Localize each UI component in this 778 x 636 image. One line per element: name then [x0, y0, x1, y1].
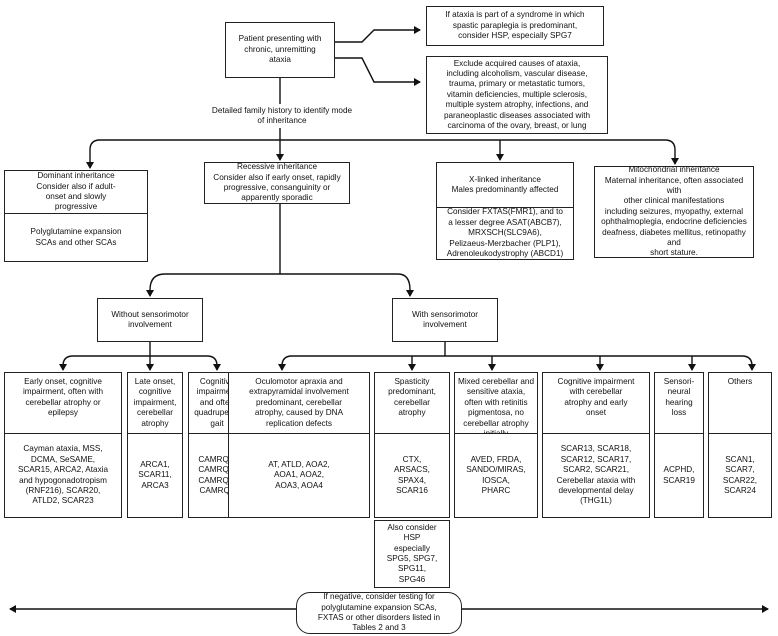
dominant-inheritance-box: Dominant inheritance Consider also if ad… [4, 170, 148, 214]
mitochondrial-title: Mitochondrial inheritance Maternal inher… [601, 165, 747, 258]
category-box-9: Others [708, 372, 772, 434]
category-title-7: Cognitive impairment with cerebellar atr… [557, 377, 635, 418]
category-box-1: Early onset, cognitive impairment, often… [4, 372, 122, 434]
category-genes-8: ACPHD, SCAR19 [663, 465, 695, 485]
category-box-2: Late onset, cognitive impairment, cerebe… [127, 372, 183, 434]
dominant-genes: Polyglutamine expansion SCAs and other S… [30, 227, 122, 247]
x-linked-genes-box: Consider FXTAS(FMR1), and to a lesser de… [436, 207, 574, 260]
mitochondrial-box: Mitochondrial inheritance Maternal inher… [594, 165, 754, 258]
category-genes-box-9: SCAN1, SCAR7, SCAR22, SCAR24 [708, 434, 772, 518]
category-title-3: Cognitive impairment and often quadruped… [194, 377, 240, 428]
category-box-6: Mixed cerebellar and sensitive ataxia, o… [454, 372, 538, 438]
negative-result-text: If negative, consider testing for polygl… [317, 592, 441, 633]
category-genes-box-6: AVED, FRDA, SANDO/MIRAS, IOSCA, PHARC [454, 434, 538, 518]
also-consider-hsp: Also consider HSP especially SPG5, SPG7,… [374, 520, 450, 588]
category-title-6: Mixed cerebellar and sensitive ataxia, o… [458, 377, 535, 438]
category-genes-3: CAMRQ1, CAMRQ2, CAMRQ3, CAMRQ4 [198, 454, 236, 495]
family-history-label: Detailed family history to identify mode… [198, 106, 366, 127]
x-linked-genes: Consider FXTAS(FMR1), and to a lesser de… [446, 207, 564, 259]
x-linked-box: X-linked inheritance Males predominantly… [436, 162, 574, 208]
category-genes-2: ARCA1, SCAR11, ARCA3 [138, 459, 172, 490]
x-linked-title: X-linked inheritance Males predominantly… [451, 174, 559, 194]
without-sensorimotor-box: Without sensorimotor involvement [97, 298, 203, 342]
category-genes-7: SCAR13, SCAR18, SCAR12, SCAR17, SCAR2, S… [556, 444, 636, 506]
category-genes-6: AVED, FRDA, SANDO/MIRAS, IOSCA, PHARC [466, 454, 526, 495]
category-box-5: Spasticity predominant, cerebellar atrop… [374, 372, 450, 434]
category-title-4: Oculomotor apraxia and extrapyramidal in… [249, 377, 349, 428]
hsp-note-text: If ataxia is part of a syndrome in which… [445, 10, 585, 41]
recessive-title: Recessive inheritance Consider also if e… [213, 162, 341, 203]
dominant-title: Dominant inheritance Consider also if ad… [36, 171, 116, 212]
acquired-causes-box: Exclude acquired causes of ataxia, inclu… [426, 56, 608, 134]
acquired-causes-text: Exclude acquired causes of ataxia, inclu… [443, 58, 591, 131]
category-genes-box-2: ARCA1, SCAR11, ARCA3 [127, 434, 183, 518]
dominant-genes-box: Polyglutamine expansion SCAs and other S… [4, 214, 148, 262]
start-box: Patient presenting with chronic, unremit… [225, 22, 335, 78]
hsp-note-box: If ataxia is part of a syndrome in which… [426, 6, 604, 46]
category-title-1: Early onset, cognitive impairment, often… [22, 377, 104, 418]
with-sensorimotor-text: With sensorimotor involvement [412, 309, 478, 329]
category-genes-5: CTX, ARSACS, SPAX4, SCAR16 [394, 454, 430, 495]
recessive-inheritance-box: Recessive inheritance Consider also if e… [204, 162, 350, 204]
category-title-8: Sensori- neural hearing loss [663, 377, 695, 418]
category-title-9: Others [727, 377, 753, 386]
category-title-5: Spasticity predominant, cerebellar atrop… [388, 377, 436, 418]
negative-result-note: If negative, consider testing for polygl… [296, 592, 462, 634]
start-text: Patient presenting with chronic, unremit… [238, 34, 322, 65]
with-sensorimotor-box: With sensorimotor involvement [392, 298, 498, 342]
category-box-4: Oculomotor apraxia and extrapyramidal in… [228, 372, 370, 434]
category-genes-box-8: ACPHD, SCAR19 [654, 434, 704, 518]
category-genes-1: Cayman ataxia, MSS, DCMA, SeSAME, SCAR15… [17, 444, 109, 506]
category-genes-box-1: Cayman ataxia, MSS, DCMA, SeSAME, SCAR15… [4, 434, 122, 518]
category-title-2: Late onset, cognitive impairment, cerebe… [133, 377, 177, 428]
category-genes-box-5: CTX, ARSACS, SPAX4, SCAR16 [374, 434, 450, 518]
without-sensorimotor-text: Without sensorimotor involvement [111, 309, 189, 329]
category-genes-box-7: SCAR13, SCAR18, SCAR12, SCAR17, SCAR2, S… [542, 434, 650, 518]
category-genes-4: AT, ATLD, AOA2, AOA1, AOA2, AOA3, AOA4 [268, 459, 330, 490]
category-box-8: Sensori- neural hearing loss [654, 372, 704, 434]
category-genes-9: SCAN1, SCAR7, SCAR22, SCAR24 [722, 454, 758, 495]
category-genes-box-4: AT, ATLD, AOA2, AOA1, AOA2, AOA3, AOA4 [228, 434, 370, 518]
category-box-7: Cognitive impairment with cerebellar atr… [542, 372, 650, 434]
also-consider-hsp-text: Also consider HSP especially SPG5, SPG7,… [386, 522, 438, 584]
